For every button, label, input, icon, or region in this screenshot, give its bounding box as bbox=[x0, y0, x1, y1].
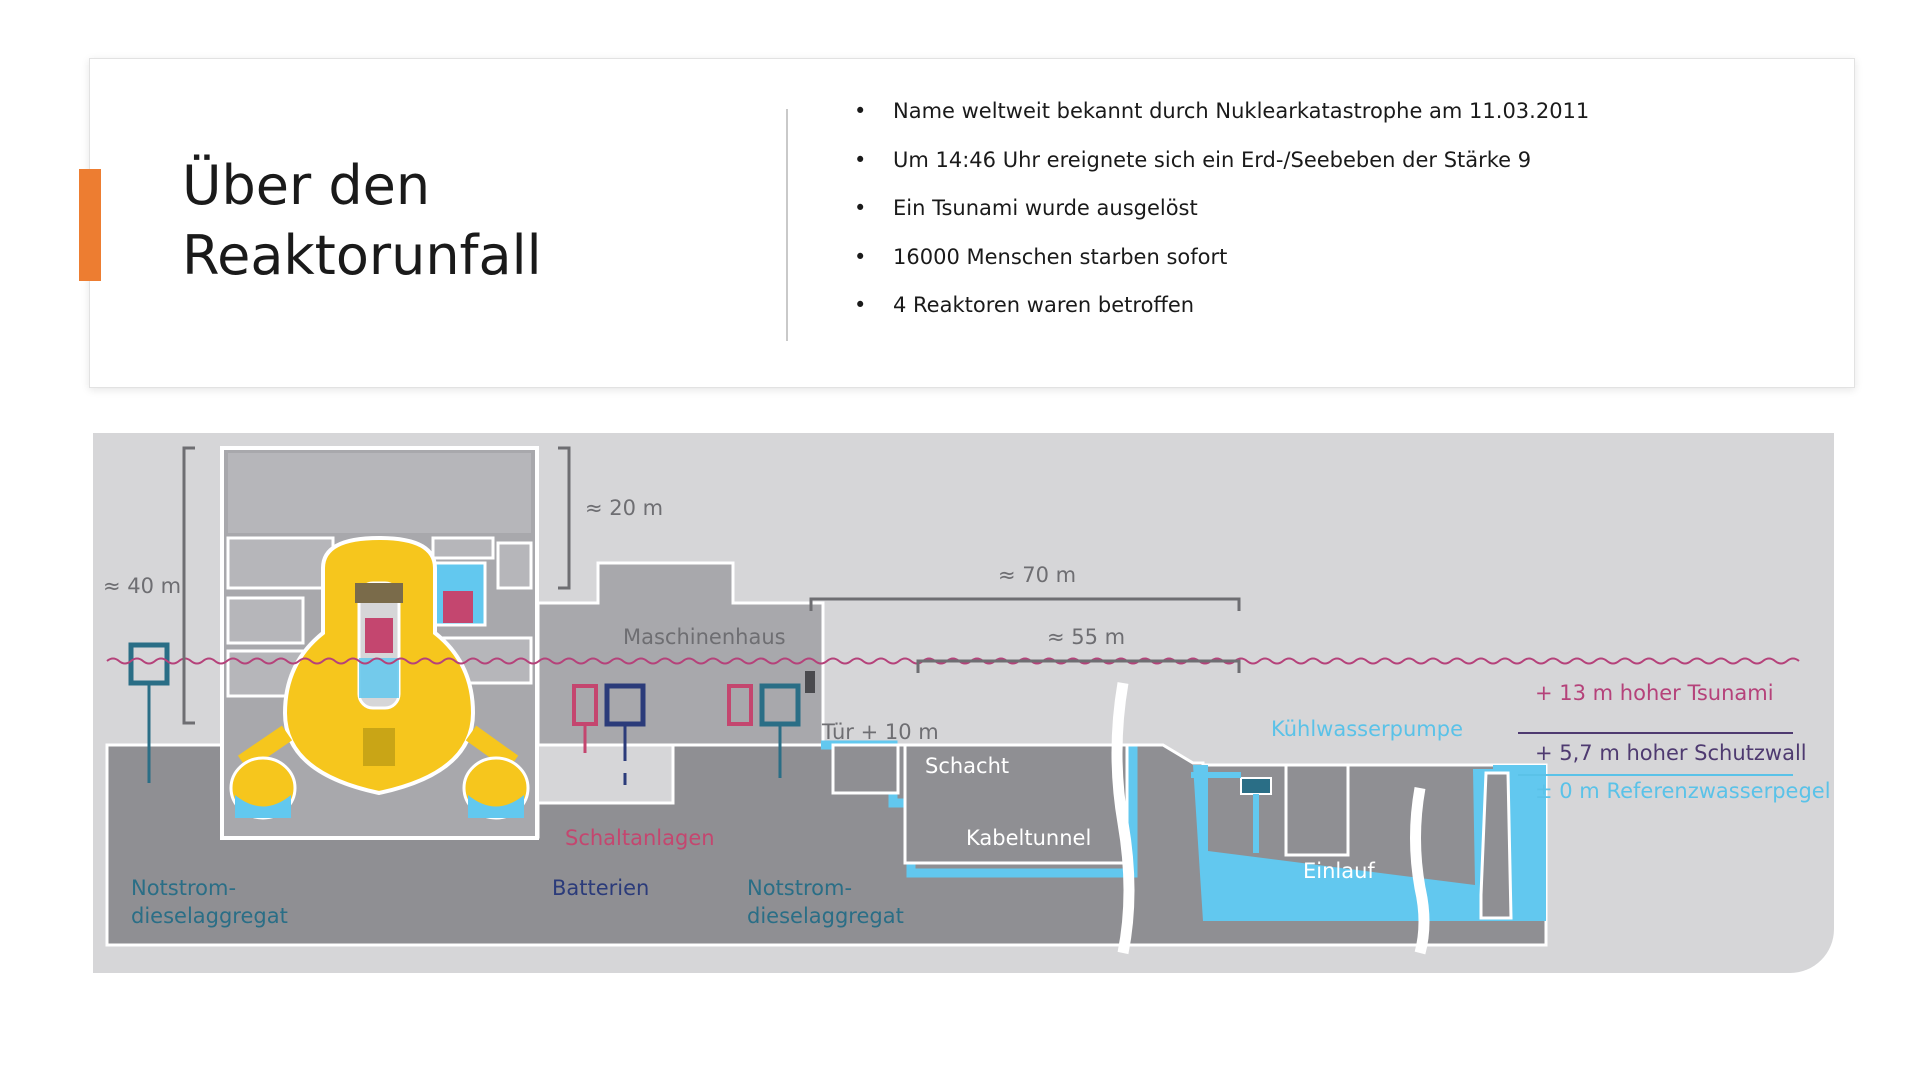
label-length-70: ≈ 70 m bbox=[998, 563, 1076, 587]
reactor-room bbox=[226, 536, 335, 590]
label-tsunami: + 13 m hoher Tsunami bbox=[1535, 681, 1774, 705]
bullet-text: Name weltweit bekannt durch Nuklearkatas… bbox=[893, 99, 1590, 123]
title-card: Über den Reaktorunfall • Name weltweit be… bbox=[79, 58, 1855, 388]
bullet-text: Um 14:46 Uhr ereignete sich ein Erd-/See… bbox=[893, 147, 1532, 172]
label-referenz: ± 0 m Referenzwasserpegel bbox=[1535, 779, 1831, 803]
inlet-water bbox=[1193, 765, 1546, 921]
reactor-head bbox=[355, 583, 403, 603]
diagram-canvas: Maschinenhaus Schacht Kabeltunnel Einlau… bbox=[93, 433, 1834, 973]
dimension-70m bbox=[809, 597, 1241, 611]
bullet-dot: • bbox=[854, 293, 867, 317]
reactor-room bbox=[431, 536, 495, 560]
label-schaltanlagen: Schaltanlagen bbox=[565, 826, 715, 850]
label-kabeltunnel: Kabeltunnel bbox=[966, 826, 1091, 850]
reactor-cross-section-diagram: Maschinenhaus Schacht Kabeltunnel Einlau… bbox=[93, 433, 1834, 973]
label-height-40: ≈ 40 m bbox=[103, 574, 181, 598]
dimension-55m bbox=[916, 659, 1241, 673]
dimension-40m bbox=[182, 446, 195, 725]
break-line bbox=[1111, 682, 1135, 955]
bullet-list: • Name weltweit bekannt durch Nuklearkata… bbox=[850, 87, 1589, 330]
fuel-rods-pool bbox=[443, 591, 473, 623]
label-schacht: Schacht bbox=[925, 754, 1009, 778]
tsunami-line bbox=[106, 657, 1800, 665]
title-line-1: Über den bbox=[182, 154, 431, 217]
bullet-dot: • bbox=[854, 244, 867, 269]
label-height-20: ≈ 20 m bbox=[585, 496, 663, 520]
label-schutzwall: + 5,7 m hoher Schutzwall bbox=[1535, 741, 1807, 765]
label-batterien: Batterien bbox=[552, 876, 649, 900]
bullet-text: 4 Reaktoren waren betroffen bbox=[893, 293, 1195, 317]
door bbox=[805, 671, 815, 693]
label-tuer: Tür + 10 m bbox=[821, 720, 939, 744]
reactor-room bbox=[496, 541, 533, 590]
bullet-dot: • bbox=[854, 99, 867, 123]
wetwell-water-left bbox=[235, 795, 291, 818]
reactor-room bbox=[226, 596, 305, 645]
label-notstrom-left-2: dieselaggregat bbox=[131, 904, 288, 928]
schutzwall bbox=[1479, 771, 1513, 920]
reactor-building-top bbox=[228, 453, 531, 533]
bullet-item: • Ein Tsunami wurde ausgelöst bbox=[850, 184, 1589, 233]
label-notstrom-left-1: Notstrom- bbox=[131, 876, 236, 900]
bullet-text: 16000 Menschen starben sofort bbox=[893, 244, 1228, 269]
title-divider bbox=[786, 109, 788, 341]
reactor-core-rods bbox=[365, 618, 393, 653]
label-length-55: ≈ 55 m bbox=[1047, 625, 1125, 649]
bullet-item: • Name weltweit bekannt durch Nuklearkata… bbox=[850, 87, 1589, 136]
cooling-pump-icon bbox=[1240, 777, 1272, 795]
bullet-item: • 4 Reaktoren waren betroffen bbox=[850, 281, 1589, 330]
label-notstrom-right-1: Notstrom- bbox=[747, 876, 852, 900]
label-einlauf: Einlauf bbox=[1303, 859, 1375, 883]
schacht-entry bbox=[831, 743, 900, 795]
schaltanlagen-box bbox=[727, 684, 753, 726]
bullet-text: Ein Tsunami wurde ausgelöst bbox=[893, 196, 1198, 220]
reactor-water bbox=[359, 658, 399, 698]
bullet-dot: • bbox=[854, 147, 867, 172]
label-maschinenhaus: Maschinenhaus bbox=[623, 625, 786, 649]
schacht-block bbox=[903, 743, 1129, 865]
einlauf-block bbox=[1284, 763, 1350, 857]
reactor-pedestal bbox=[363, 728, 395, 766]
wetwell-water-right bbox=[468, 795, 524, 818]
title-line-2: Reaktorunfall bbox=[182, 224, 542, 287]
bullet-dot: • bbox=[854, 196, 867, 220]
dimension-20m bbox=[558, 446, 571, 590]
break-line bbox=[1410, 787, 1430, 955]
bullet-item: • 16000 Menschen starben sofort bbox=[850, 233, 1589, 282]
accent-bar bbox=[79, 169, 101, 281]
bullet-item: • Um 14:46 Uhr ereignete sich ein Erd-/Se… bbox=[850, 136, 1589, 185]
label-notstrom-right-2: dieselaggregat bbox=[747, 904, 904, 928]
slide-title: Über den Reaktorunfall bbox=[182, 151, 542, 291]
label-kuehlwasserpumpe: Kühlwasserpumpe bbox=[1271, 717, 1463, 741]
